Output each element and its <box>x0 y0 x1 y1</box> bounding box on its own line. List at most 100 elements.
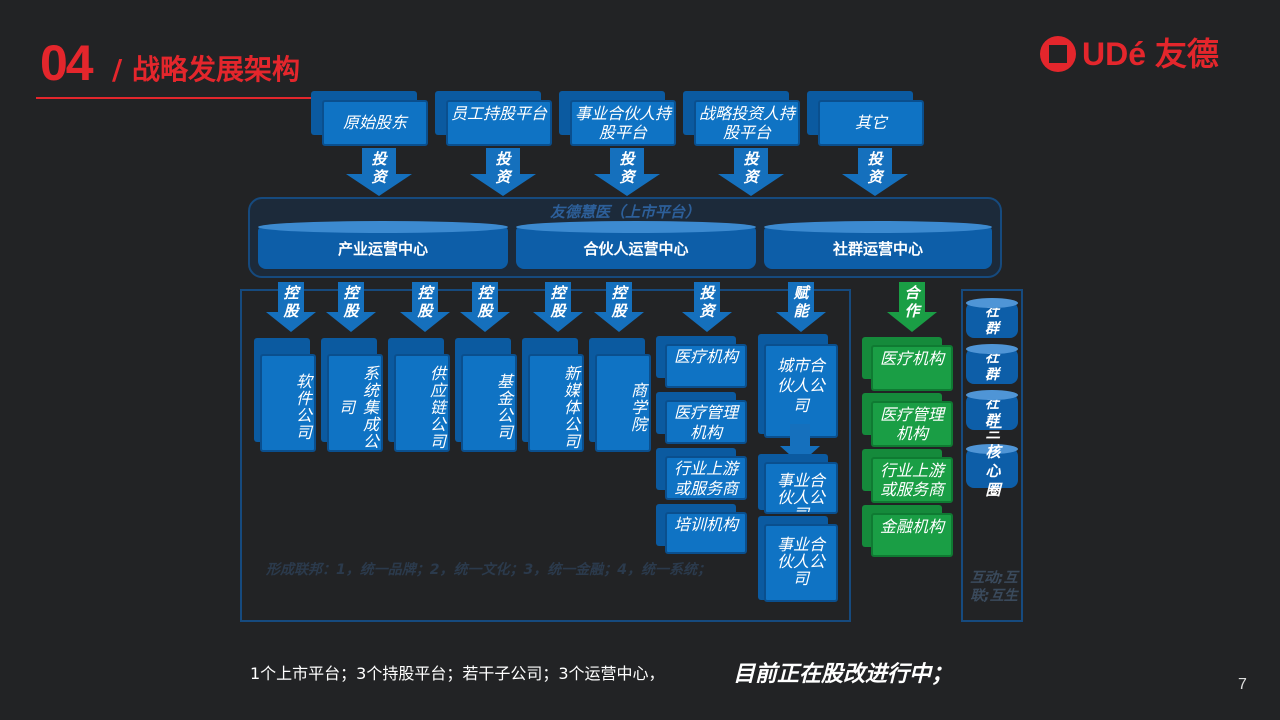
invested-box: 医疗管理机构 <box>665 400 747 444</box>
cooperation-box: 医疗机构 <box>871 345 953 391</box>
control-arrow: 控股 <box>533 282 583 332</box>
shareholder-label: 原始股东 <box>342 113 407 132</box>
subsidiary-box: 新媒体公司 <box>528 354 584 452</box>
footer-summary: 1个上市平台；3个持股平台；若干子公司；3个运营中心， <box>250 664 665 683</box>
subsidiary-box: 软件公司 <box>260 354 316 452</box>
business-partner-label: 事业合伙人公司 <box>776 471 825 512</box>
invested-box: 培训机构 <box>665 512 747 554</box>
shareholder-label: 员工持股平台 <box>450 104 547 123</box>
arrow-label: 控股 <box>550 284 566 320</box>
subsidiary-label: 基金公司 <box>494 373 513 441</box>
control-arrow: 控股 <box>400 282 450 332</box>
business-partner-box: 事业合伙人公司 <box>764 524 838 602</box>
community-disk <box>966 444 1018 488</box>
invest-label: 投资 <box>371 150 387 186</box>
subsidiary-box: 基金公司 <box>461 354 517 452</box>
footer-emphasis: 目前正在股改进行中； <box>733 662 954 687</box>
cooperation-label: 医疗机构 <box>879 349 944 368</box>
federation-note: 形成联邦：1，统一品牌；2，统一文化；3，统一金融；4，统一系统； <box>266 562 711 578</box>
subsidiary-label: 软件公司 <box>293 373 312 441</box>
core-circle-label: 三核心圈 <box>985 424 1001 499</box>
business-partner-box: 事业合伙人公司 <box>764 462 838 514</box>
cooperation-label: 金融机构 <box>879 517 944 536</box>
center-label: 社群运营中心 <box>832 240 923 258</box>
logo-mark-icon <box>1040 36 1076 72</box>
operation-center: 产业运营中心 <box>258 221 508 269</box>
shareholder-box: 事业合伙人持股平台 <box>570 100 676 146</box>
cooperation-label: 行业上游或服务商 <box>879 461 944 499</box>
community-disk: 社群 <box>966 390 1018 430</box>
invested-label: 培训机构 <box>673 515 738 534</box>
invested-box: 医疗机构 <box>665 344 747 388</box>
invested-label: 行业上游或服务商 <box>673 459 738 498</box>
shareholder-box: 其它 <box>818 100 924 146</box>
empower-arrow: 赋能 <box>776 282 826 332</box>
community-label: 社群 <box>985 396 999 429</box>
invest-arrow: 投资 <box>842 148 908 196</box>
subsidiary-label: 新媒体公司 <box>561 364 580 450</box>
operation-center: 社群运营中心 <box>764 221 992 269</box>
center-label: 合伙人运营中心 <box>583 240 689 258</box>
page-number: 7 <box>1238 676 1247 693</box>
community-disk: 社群 <box>966 298 1018 338</box>
cooperation-box: 行业上游或服务商 <box>871 457 953 503</box>
subsidiary-label: 系统集成公司 <box>336 364 379 450</box>
title-underline <box>36 97 326 99</box>
arrow-label: 控股 <box>611 284 627 320</box>
invest-arrow: 投资 <box>682 282 732 332</box>
subsidiary-box: 供应链公司 <box>394 354 450 452</box>
subsidiary-box: 商学院 <box>595 354 651 452</box>
control-arrow: 控股 <box>326 282 376 332</box>
page-title: / 战略发展架构 <box>112 53 300 86</box>
community-label: 社群 <box>985 350 999 383</box>
invested-box: 行业上游或服务商 <box>665 456 747 500</box>
shareholder-box: 员工持股平台 <box>446 100 552 146</box>
arrow-label: 投资 <box>699 284 715 320</box>
shareholder-label: 战略投资人持股平台 <box>698 104 795 142</box>
section-number: 04 <box>40 35 94 91</box>
arrow-label: 控股 <box>477 284 493 320</box>
shareholder-label: 事业合伙人持股平台 <box>574 104 671 142</box>
control-arrow: 控股 <box>460 282 510 332</box>
platform-title: 友德慧医（上市平台） <box>549 203 700 221</box>
center-label: 产业运营中心 <box>337 240 428 258</box>
cooperation-label: 医疗管理机构 <box>879 405 944 443</box>
invested-label: 医疗管理机构 <box>673 403 738 442</box>
shareholder-box: 原始股东 <box>322 100 428 146</box>
invest-label: 投资 <box>867 150 883 186</box>
invest-arrow: 投资 <box>718 148 784 196</box>
operation-center: 合伙人运营中心 <box>516 221 756 269</box>
invest-arrow: 投资 <box>594 148 660 196</box>
social-note: 互动;互联;互生 <box>970 570 1018 604</box>
control-arrow: 控股 <box>594 282 644 332</box>
city-partner-box: 城市合伙人公司 <box>764 344 838 438</box>
subsidiary-box: 系统集成公司 <box>327 354 383 452</box>
subsidiary-label: 商学院 <box>628 381 647 433</box>
arrow-label: 控股 <box>283 284 299 320</box>
invested-label: 医疗机构 <box>673 347 738 366</box>
invest-arrow: 投资 <box>470 148 536 196</box>
social-frame <box>961 289 1023 622</box>
community-label: 社群 <box>985 304 999 337</box>
invest-label: 投资 <box>743 150 759 186</box>
business-partner-label: 事业合伙人公司 <box>776 535 825 588</box>
cooperation-box: 医疗管理机构 <box>871 401 953 447</box>
arrow-label: 赋能 <box>793 284 809 320</box>
invest-arrow: 投资 <box>346 148 412 196</box>
control-arrow: 控股 <box>266 282 316 332</box>
city-partner-label: 城市合伙人公司 <box>776 356 825 415</box>
subsidiary-label: 供应链公司 <box>427 364 446 450</box>
invest-label: 投资 <box>495 150 511 186</box>
cooperation-arrow: 合作 <box>887 282 937 332</box>
invest-label: 投资 <box>619 150 635 186</box>
shareholder-box: 战略投资人持股平台 <box>694 100 800 146</box>
brand-logo: UDé 友德 <box>1040 36 1219 72</box>
arrow-label: 控股 <box>417 284 433 320</box>
shareholder-label: 其它 <box>854 113 887 132</box>
arrow-label: 控股 <box>343 284 359 320</box>
logo-text: UDé 友德 <box>1082 36 1219 72</box>
cooperation-box: 金融机构 <box>871 513 953 557</box>
community-disk: 社群 <box>966 344 1018 384</box>
listed-platform: 友德慧医（上市平台） 产业运营中心 合伙人运营中心 社群运营中心 <box>248 197 1002 278</box>
arrow-label: 合作 <box>904 284 920 320</box>
